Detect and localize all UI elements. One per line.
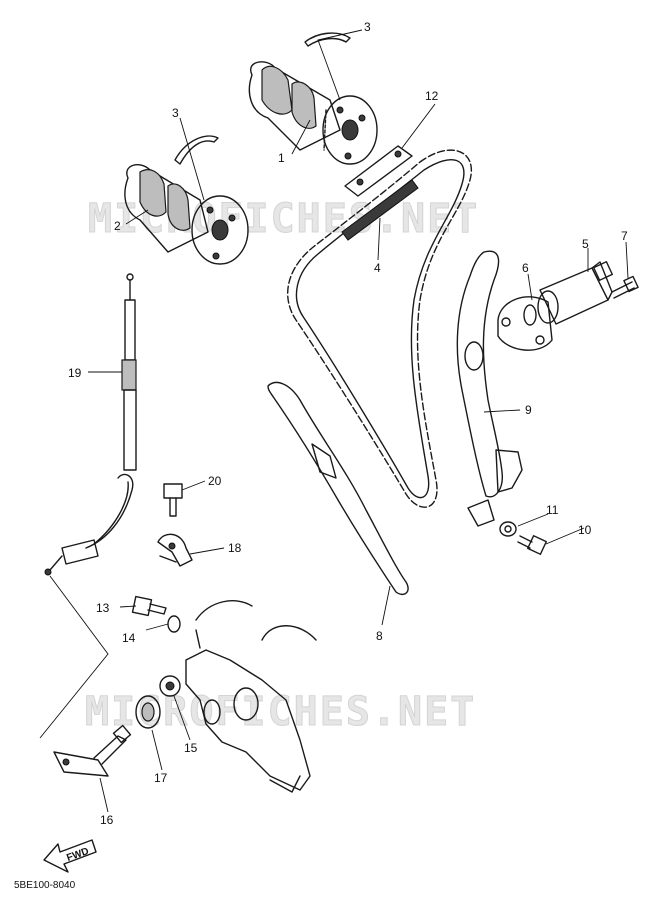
callout-6[interactable]: 6 bbox=[522, 261, 529, 275]
callout-10[interactable]: 10 bbox=[578, 523, 592, 537]
callout-12[interactable]: 12 bbox=[425, 89, 439, 103]
washer-11[interactable] bbox=[499, 521, 517, 537]
callout-19[interactable]: 19 bbox=[68, 366, 82, 380]
callout-18[interactable]: 18 bbox=[228, 541, 242, 555]
bolt-7[interactable] bbox=[611, 275, 639, 299]
callout-3-lower[interactable]: 3 bbox=[172, 106, 179, 120]
callout-15[interactable]: 15 bbox=[184, 741, 198, 755]
callout-labels: 1 2 3 3 4 5 6 7 8 9 10 11 12 13 14 15 16… bbox=[68, 20, 628, 827]
callout-13[interactable]: 13 bbox=[96, 601, 110, 615]
bolt-20[interactable] bbox=[163, 483, 183, 517]
tensioner-5[interactable] bbox=[523, 260, 614, 326]
callout-3-upper[interactable]: 3 bbox=[364, 20, 371, 34]
callout-14[interactable]: 14 bbox=[122, 631, 136, 645]
stay-18[interactable] bbox=[157, 533, 193, 567]
callout-16[interactable]: 16 bbox=[100, 813, 114, 827]
gasket-6[interactable] bbox=[497, 296, 553, 351]
decompression-cable-19[interactable] bbox=[44, 273, 137, 576]
plug-15[interactable] bbox=[159, 675, 181, 697]
callout-2[interactable]: 2 bbox=[114, 219, 121, 233]
washer-14[interactable] bbox=[167, 615, 181, 633]
clip-3-lower[interactable] bbox=[174, 135, 219, 165]
callout-7[interactable]: 7 bbox=[621, 229, 628, 243]
chain-guide-9[interactable] bbox=[456, 250, 523, 527]
callout-1[interactable]: 1 bbox=[278, 151, 285, 165]
oil-seal-17[interactable] bbox=[135, 695, 161, 729]
callout-9[interactable]: 9 bbox=[525, 403, 532, 417]
camshaft-2[interactable] bbox=[124, 164, 249, 265]
camshaft-1[interactable] bbox=[248, 61, 378, 165]
bolt-13[interactable] bbox=[131, 595, 167, 617]
leader-lines bbox=[88, 29, 629, 813]
callout-20[interactable]: 20 bbox=[208, 474, 222, 488]
cable-route-line bbox=[39, 575, 109, 739]
cylinder-head-housing bbox=[185, 600, 317, 793]
callout-4[interactable]: 4 bbox=[374, 261, 381, 275]
fwd-arrow-icon: FWD bbox=[43, 839, 97, 873]
callout-11[interactable]: 11 bbox=[546, 503, 559, 517]
diagram-ref-code: 5BE100-8040 bbox=[14, 880, 76, 891]
bolt-10[interactable] bbox=[517, 534, 548, 556]
chain-guide-8[interactable] bbox=[267, 381, 409, 596]
cam-chain-4[interactable] bbox=[287, 149, 473, 508]
clip-3-upper[interactable] bbox=[304, 32, 351, 47]
callout-5[interactable]: 5 bbox=[582, 237, 589, 251]
callout-8[interactable]: 8 bbox=[376, 629, 383, 643]
callout-17[interactable]: 17 bbox=[154, 771, 168, 785]
lever-16[interactable] bbox=[53, 724, 132, 777]
chain-guide-12[interactable] bbox=[344, 145, 413, 197]
